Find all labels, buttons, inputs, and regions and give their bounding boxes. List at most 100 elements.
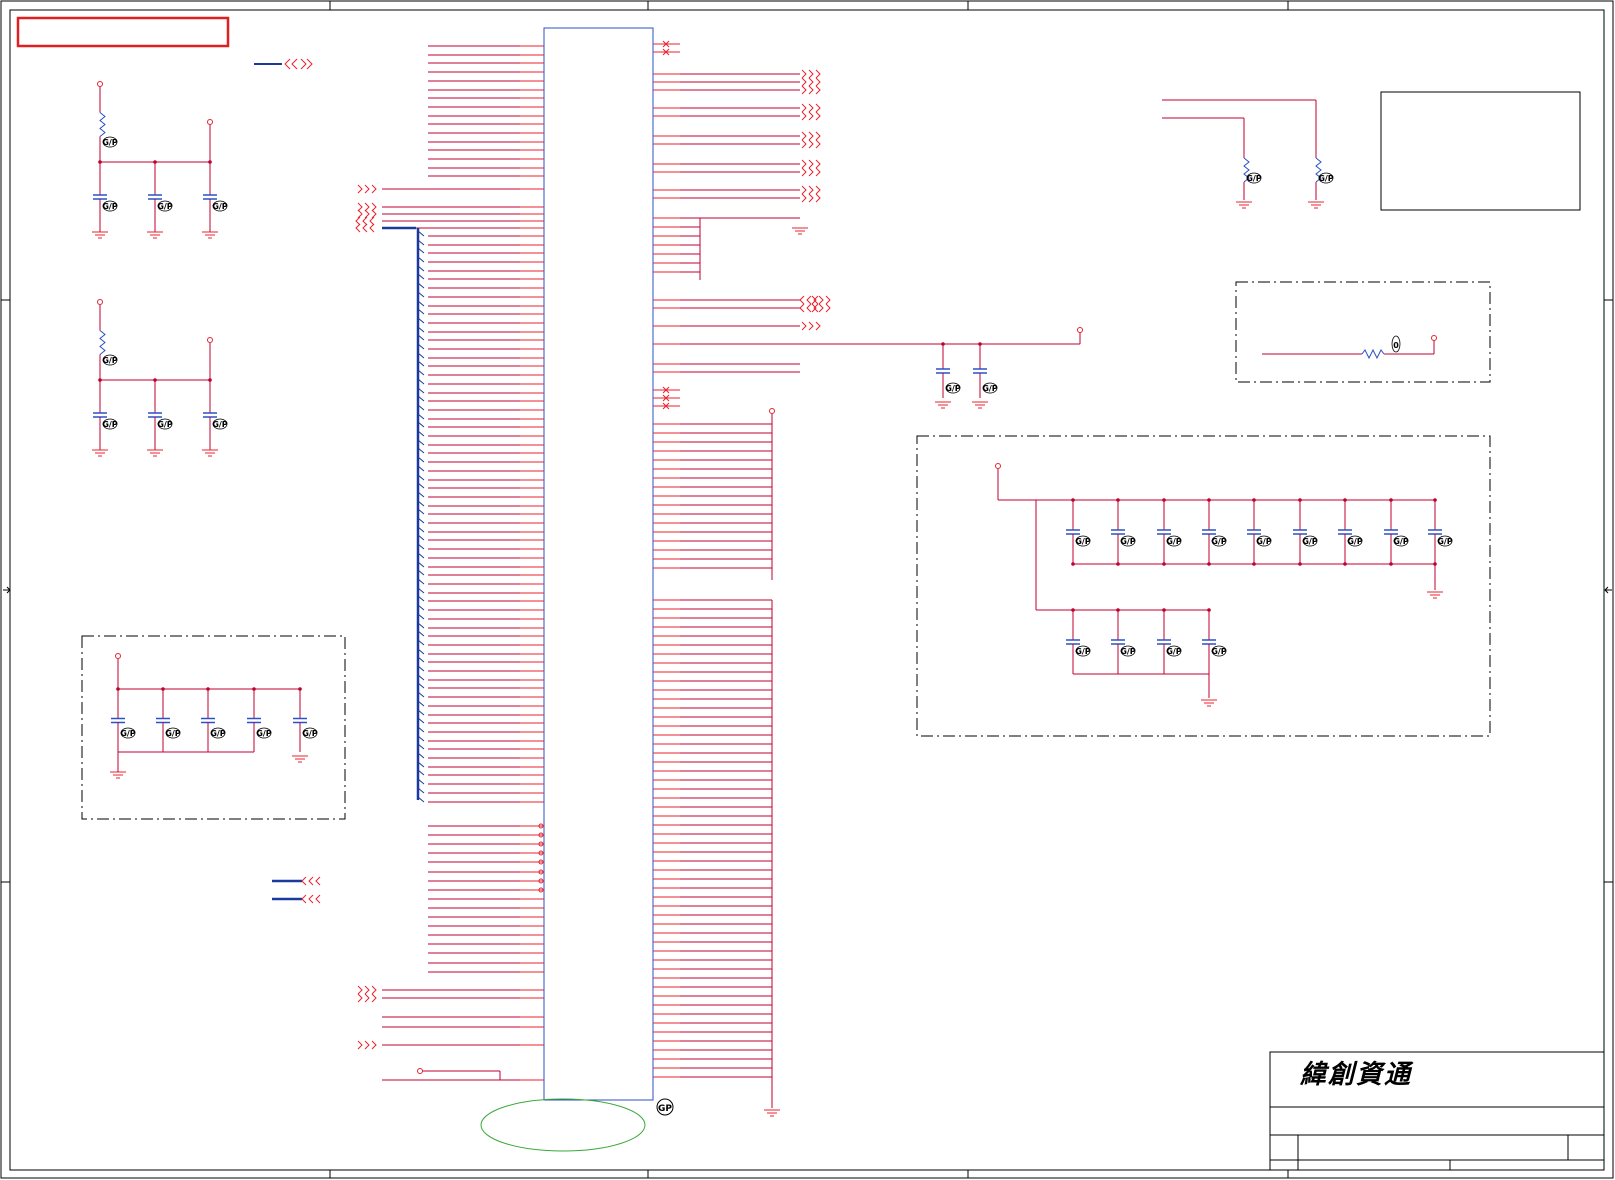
- part-tag: [302, 727, 318, 739]
- power-node: [115, 653, 121, 659]
- bus-entry: [417, 326, 425, 333]
- inductor: [1361, 348, 1385, 360]
- part-tag-text: G/P: [212, 202, 227, 211]
- resistor: [1243, 157, 1250, 183]
- part-tag-text: G/P: [1120, 647, 1135, 656]
- connector-out: [801, 193, 821, 203]
- bus-entry: [417, 561, 425, 568]
- part-tag-text: G/P: [102, 202, 117, 211]
- bus-entry: [417, 352, 425, 359]
- bus-entry: [417, 282, 425, 289]
- part-tag-text: G/P: [1437, 537, 1452, 546]
- part-tag-text: G/P: [1211, 537, 1226, 546]
- bus-entry: [417, 595, 425, 602]
- resistor: [99, 112, 106, 137]
- bus-entry: [417, 517, 425, 524]
- part-tag: [1256, 535, 1272, 547]
- part-tag: [1120, 645, 1136, 657]
- part-tag: [102, 354, 118, 366]
- connector-out: [801, 103, 821, 113]
- part-tag-text: G/P: [1393, 537, 1408, 546]
- nc-mark: [662, 402, 670, 410]
- part-tag: [1075, 645, 1091, 657]
- part-tag: [120, 727, 136, 739]
- bus-entry: [417, 726, 425, 733]
- resistor: [99, 330, 106, 355]
- connector-out: [801, 321, 821, 331]
- part-tag: [1075, 535, 1091, 547]
- bus-entry: [417, 648, 425, 655]
- part-tag-text: G/P: [212, 420, 227, 429]
- svg-text:GP: GP: [658, 1104, 672, 1114]
- part-tag: [1211, 645, 1227, 657]
- bus-entry: [417, 334, 425, 341]
- power-node: [97, 299, 103, 305]
- bus-entry: [417, 682, 425, 689]
- bus-entry: [417, 447, 425, 454]
- bus-entry: [417, 534, 425, 541]
- bus-entry: [417, 430, 425, 437]
- part-tag: [1166, 535, 1182, 547]
- bus-entry: [417, 622, 425, 629]
- part-tag-text: G/P: [102, 356, 117, 365]
- connector-in: [799, 295, 819, 305]
- nc-mark: [662, 40, 670, 48]
- connector-out: [801, 111, 821, 121]
- bus-entry: [417, 491, 425, 498]
- connector-out: [357, 1040, 377, 1050]
- bus-entry: [417, 474, 425, 481]
- part-tag-text: G/P: [1246, 174, 1261, 183]
- bus-entry: [417, 691, 425, 698]
- bus-entry: [417, 769, 425, 776]
- part-tag-text: G/P: [102, 420, 117, 429]
- part-tag: [1302, 535, 1318, 547]
- connector-out: [801, 85, 821, 95]
- pin-bubble: [538, 878, 544, 884]
- pin-bubble: [538, 869, 544, 875]
- part-tag: [212, 200, 228, 212]
- bus-entry: [417, 665, 425, 672]
- connector-out: [357, 184, 377, 194]
- part-tag-text: G/P: [157, 420, 172, 429]
- part-tag: [1211, 535, 1227, 547]
- bus-entry: [417, 526, 425, 533]
- bus-entry: [417, 752, 425, 759]
- part-tag: [945, 382, 961, 394]
- pin-bubble: [538, 841, 544, 847]
- connector-out: [801, 139, 821, 149]
- part-tag: [982, 382, 998, 394]
- bus-entry: [417, 230, 425, 237]
- bus-entry: [417, 761, 425, 768]
- gp-mark: GP: [656, 1098, 674, 1116]
- connector-out: [801, 69, 821, 79]
- bus-entry: [417, 404, 425, 411]
- highlight-box: [16, 16, 230, 48]
- right-pin-wires: [653, 40, 1083, 1108]
- bus-entry: [417, 308, 425, 315]
- bus-entry: [417, 700, 425, 707]
- bus-entry: [417, 439, 425, 446]
- bus-entry: [417, 552, 425, 559]
- pin-bubble: [538, 832, 544, 838]
- part-tag: [165, 727, 181, 739]
- pin-bubble: [538, 823, 544, 829]
- part-tag-text: G/P: [302, 729, 317, 738]
- part-tag-text: G/P: [1075, 537, 1090, 546]
- bus-entry: [417, 378, 425, 385]
- part-tag-text: G/P: [1211, 647, 1226, 656]
- power-node: [207, 337, 213, 343]
- part-tag-text: G/P: [1318, 174, 1333, 183]
- bus-entry: [417, 265, 425, 272]
- bus-entry: [417, 587, 425, 594]
- part-tag: [212, 418, 228, 430]
- connector-out: [357, 993, 377, 1003]
- left-pin-wires: [382, 45, 544, 1081]
- bus-entry: [417, 656, 425, 663]
- pin-bubble: [538, 887, 544, 893]
- power-node: [995, 463, 1001, 469]
- bus-entry: [417, 630, 425, 637]
- bus-entry: [417, 743, 425, 750]
- bus-entry: [417, 578, 425, 585]
- address-bus: [382, 226, 425, 803]
- part-tag-text: G/P: [1256, 537, 1271, 546]
